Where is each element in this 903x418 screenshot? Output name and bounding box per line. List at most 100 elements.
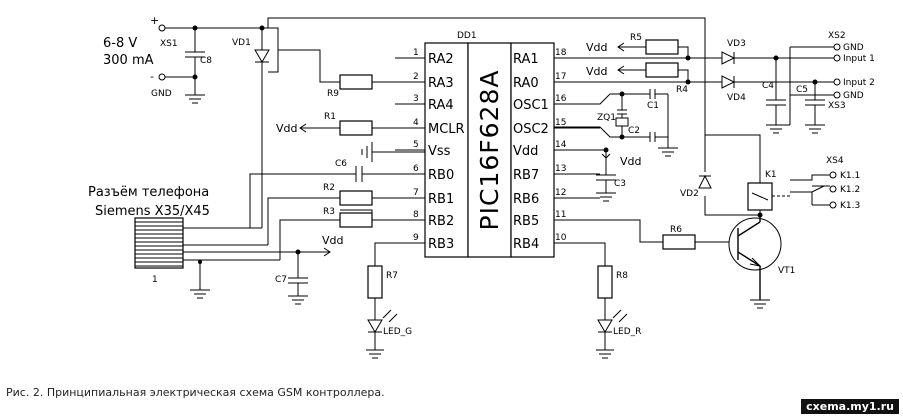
r7-ref: R7 [386, 271, 398, 281]
c3-ref: C3 [614, 179, 626, 189]
mcu-left-pin-number: 8 [413, 210, 419, 220]
xs3-ref: XS3 [828, 101, 846, 111]
k1-ref: K1 [765, 170, 777, 180]
mcu-left-pin-name: RA3 [428, 76, 454, 91]
input-circuits: Vdd Vdd R5 R4 VD3 VD4 C4 C5 XS2 GND Inpu… [554, 31, 875, 134]
vd4-ref: VD4 [727, 93, 746, 103]
r8-ref: R8 [616, 271, 628, 281]
supply-minus: - [150, 70, 154, 83]
r4-ref: R4 [676, 85, 688, 95]
mcu-left-pin-name: Vss [428, 144, 451, 159]
vdd-pin14: Vdd [620, 155, 642, 168]
mcu-right-body [510, 42, 555, 258]
r5-ref: R5 [630, 33, 642, 43]
mclr-circuit: Vdd R1 [276, 112, 425, 162]
phone-label-1: Разъём телефона [88, 185, 209, 200]
mcu-right-pin-name: OSC2 [513, 122, 549, 137]
mcu-left-pin-number: 9 [413, 233, 419, 243]
r9-branch: R9 [277, 49, 425, 99]
mcu-left-pin-number: 7 [413, 188, 419, 198]
r3-ref: R3 [323, 207, 335, 217]
r2-ref: R2 [323, 183, 335, 193]
vd3-ref: VD3 [727, 39, 746, 49]
xs3-term-gnd: GND [843, 91, 864, 101]
mcu-left-body [424, 42, 469, 258]
led-g-ref: LED_G [383, 327, 412, 337]
xs3-input2-terminal [833, 78, 841, 86]
vdd-phone: Vdd [322, 234, 344, 247]
xs4-ref: XS4 [826, 156, 844, 166]
vt1-transistor [728, 217, 782, 271]
mcu-right-pin-name: RB5 [513, 214, 539, 229]
mcu-right-pin-name: RB4 [513, 237, 539, 252]
mcu-right-pin-name: RB7 [513, 168, 539, 183]
xs4-term-3: K1.3 [840, 201, 860, 211]
xs4-term-2: K1.2 [840, 185, 860, 195]
mcu-right-pin-name: OSC1 [513, 98, 549, 113]
c7-ref: C7 [275, 275, 287, 285]
phone-interface: C6 R2 R3 Разъём телефона Siemens X35/X45… [88, 159, 425, 305]
c4-ref: C4 [762, 81, 774, 91]
led-green-circuit: R7 LED_G [366, 242, 425, 359]
power-input: 6-8 V 300 mA + - XS1 GND C8 VD1 [103, 14, 706, 228]
mcu-right-pin-number: 13 [555, 164, 566, 174]
vdd-r1: Vdd [276, 122, 298, 135]
figure-caption: Рис. 2. Принципиальная электрическая схе… [6, 386, 385, 399]
mcu-left-pin-name: RB1 [428, 192, 454, 207]
mcu-left-pin-name: RB2 [428, 214, 454, 229]
xs3-term-input2: Input 2 [843, 78, 875, 88]
r6-resistor [662, 234, 696, 250]
mcu-ref: DD1 [457, 31, 477, 41]
mcu-left-pin-name: MCLR [428, 122, 465, 137]
xs2-term-input1: Input 1 [843, 54, 875, 64]
xs4-k11-terminal [829, 171, 837, 179]
mcu-left-pin-name: RB0 [428, 168, 454, 183]
r3-resistor [339, 212, 373, 228]
vdd-r4: Vdd [586, 65, 608, 78]
xs2-term-gnd: GND [843, 43, 864, 53]
supply-voltage: 6-8 V [103, 36, 137, 51]
xs1-label: XS1 [160, 39, 178, 49]
r2-resistor [339, 190, 373, 206]
r5-resistor [645, 39, 679, 55]
vdd-r5: Vdd [586, 41, 608, 54]
xs4-k13-terminal [829, 201, 837, 209]
supply-plus: + [150, 14, 159, 27]
xs2-ref: XS2 [828, 31, 846, 41]
r9-ref: R9 [327, 89, 339, 99]
mcu-left-pin-number: 4 [413, 118, 419, 128]
r7-resistor [367, 265, 383, 299]
r1-resistor [339, 120, 373, 136]
r8-resistor [597, 265, 613, 299]
mcu-left-pin-name: RA4 [428, 98, 454, 113]
vt1-ref: VT1 [778, 266, 795, 276]
xs4-term-1: K1.1 [840, 171, 860, 181]
mcu-part: PIC16F628A [475, 70, 504, 231]
c6-ref: C6 [335, 159, 347, 169]
mcu-left-pin-number: 5 [413, 140, 419, 150]
c5-ref: C5 [796, 85, 808, 95]
site-watermark: cxema.my1.ru [801, 399, 899, 414]
xs2-input1-terminal [833, 54, 841, 62]
phone-label-2: Siemens X35/X45 [95, 204, 210, 219]
mcu-right-pin-number: 16 [555, 94, 567, 104]
mcu-right-pin-name: RA1 [513, 52, 539, 67]
relay-driver: VD2 K1 XS4 K1.1 K1.2 K1.3 R6 VT1 [554, 134, 860, 309]
mcu-right-pin-name: Vdd [513, 144, 538, 159]
mcu-left-pin-name: RB3 [428, 237, 454, 252]
r6-ref: R6 [670, 225, 682, 235]
r1-ref: R1 [324, 112, 336, 122]
c1-ref: C1 [647, 101, 659, 111]
mcu-left-pin-number: 3 [413, 94, 419, 104]
led-red-circuit: R8 LED_R [554, 242, 641, 359]
mcu-right-pin-number: 18 [555, 48, 567, 58]
mcu-left-pin-number: 6 [413, 164, 419, 174]
mcu-left-pin-name: RA2 [428, 52, 454, 67]
xs4-k12-terminal [829, 185, 837, 193]
c2-ref: C2 [628, 126, 640, 136]
mcu-right-pin-number: 12 [555, 188, 566, 198]
r9-resistor [339, 74, 373, 90]
xs2-gnd-terminal [833, 43, 841, 51]
